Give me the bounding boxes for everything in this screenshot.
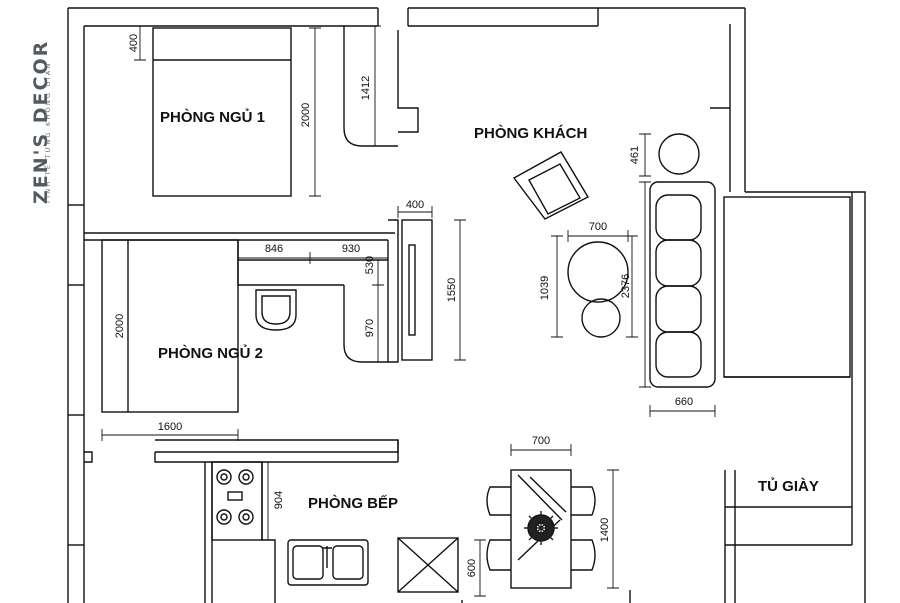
- dim-wardrobe2-width: 846: [265, 243, 283, 255]
- dim-coffee-table-width: 700: [589, 221, 607, 233]
- dim-sofa-depth: 660: [675, 396, 693, 408]
- sofa: [649, 181, 716, 388]
- room-label-bedroom-1: PHÒNG NGỦ 1: [160, 108, 265, 126]
- fridge: [397, 537, 459, 593]
- stove: [211, 461, 263, 541]
- room-label-bedroom-2: PHÒNG NGỦ 2: [158, 344, 263, 362]
- cabinet-right: [723, 196, 851, 378]
- interior-walls: [84, 8, 631, 603]
- dim-desk-width: 400: [406, 199, 424, 211]
- tv-cabinet: [401, 219, 433, 361]
- side-table: [658, 133, 700, 175]
- dim-wardrobe1-length: 1412: [360, 76, 372, 100]
- dim-bed2-width: 1600: [158, 421, 182, 433]
- dining-chairs: [486, 486, 596, 571]
- bed-1: [152, 27, 292, 197]
- dim-sink-counter-depth: 600: [466, 559, 478, 577]
- dim-dining-table-width: 700: [532, 435, 550, 447]
- armchair: [512, 151, 589, 220]
- dim-armchair-side: 461: [629, 146, 641, 164]
- room-label-living: PHÒNG KHÁCH: [474, 124, 587, 142]
- room-label-shoe-cabinet: TỦ GIÀY: [758, 477, 819, 495]
- wardrobe-1: [343, 26, 398, 147]
- dim-bed1-top-gap: 400: [128, 34, 140, 52]
- dim-wc-length: 970: [364, 319, 376, 337]
- room-label-kitchen: PHÒNG BẾP: [308, 494, 398, 512]
- dim-bed1-length: 2000: [300, 103, 312, 127]
- coffee-table: [567, 241, 629, 303]
- dim-wc-width: 930: [342, 243, 360, 255]
- sink: [287, 539, 369, 586]
- dim-sofa-length: 2376: [620, 274, 632, 298]
- dim-bed2-length: 2000: [114, 314, 126, 338]
- dim-tv-cabinet-length: 1550: [446, 278, 458, 302]
- dim-wc-depth: 530: [364, 256, 376, 274]
- dim-dining-table-length: 1400: [599, 518, 611, 542]
- dim-kitchen-counter-depth: 904: [273, 491, 285, 509]
- dim-coffee-table-depth: 1039: [539, 276, 551, 300]
- exterior-walls: [67, 7, 866, 603]
- stool: [581, 298, 621, 338]
- toilet: [255, 289, 297, 331]
- dimension-lines: [101, 25, 716, 597]
- kitchen-counter: [261, 462, 276, 603]
- table-centerpiece: [524, 511, 558, 545]
